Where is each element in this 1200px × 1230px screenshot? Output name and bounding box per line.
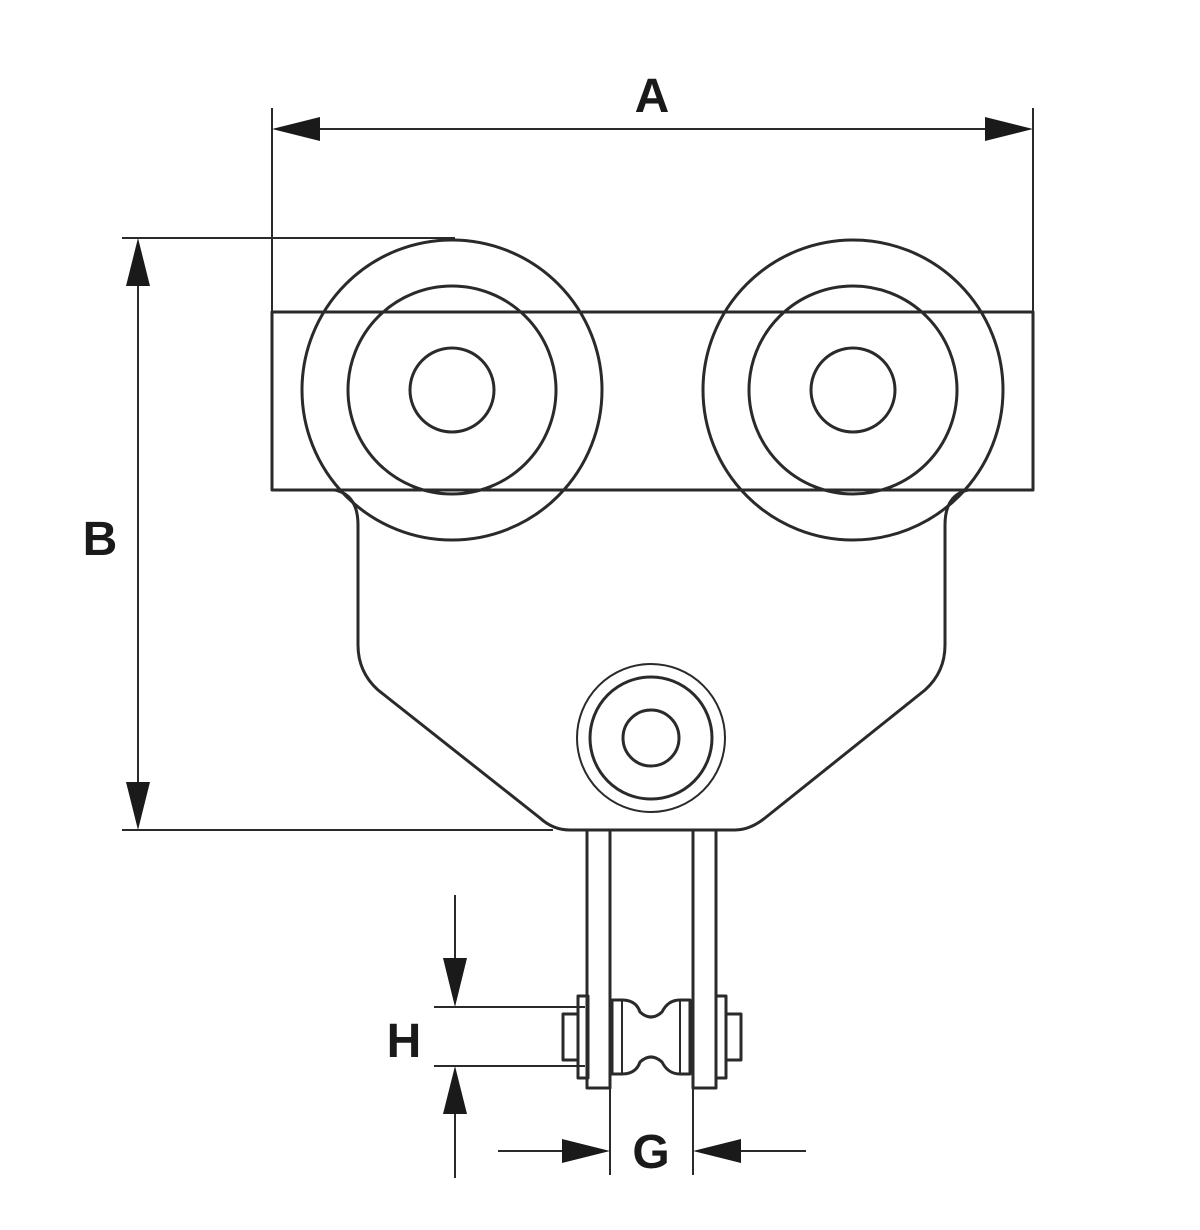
dimension-g-label: G xyxy=(632,1126,669,1179)
left-wheel-outer-rim xyxy=(300,238,604,542)
right-wheel-outer-rim xyxy=(701,238,1005,542)
dimension-b-arrow-bottom xyxy=(126,782,150,830)
dimension-a-arrow-right xyxy=(985,117,1033,141)
load-bar xyxy=(561,828,743,1090)
dimension-h-arrow-top xyxy=(443,958,467,1007)
trolley-body xyxy=(270,310,1035,832)
right-wheel-inner-rim xyxy=(747,284,959,496)
left-wheel-hub xyxy=(408,346,496,434)
dimension-b-label: B xyxy=(83,513,118,566)
dimension-b: B xyxy=(83,237,553,831)
dimension-h-arrow-bottom xyxy=(443,1066,467,1114)
suspension-pin-outer xyxy=(576,663,726,813)
left-wheel xyxy=(300,238,604,542)
right-nut xyxy=(724,1012,743,1062)
top-frame-bar xyxy=(270,310,1035,492)
suspension-pin xyxy=(576,663,726,813)
right-wheel-hub xyxy=(809,346,897,434)
spool-roller xyxy=(610,998,692,1076)
dimension-b-arrow-top xyxy=(126,238,150,286)
dimension-g: G xyxy=(498,1088,806,1179)
suspension-pin-center xyxy=(621,708,681,768)
dimension-a-label: A xyxy=(635,70,670,123)
left-nut xyxy=(561,1012,580,1062)
load-bar-plate-left xyxy=(585,828,612,1090)
lower-body-plate xyxy=(318,488,985,832)
dimension-g-arrow-right xyxy=(693,1139,741,1163)
dimension-g-arrow-left xyxy=(562,1139,610,1163)
right-wheel xyxy=(701,238,1005,542)
dimension-h-label: H xyxy=(387,1015,422,1068)
dimension-h: H xyxy=(387,895,585,1178)
dimension-a: A xyxy=(271,70,1034,312)
load-bar-plate-right xyxy=(691,828,718,1090)
left-wheel-inner-rim xyxy=(346,284,558,496)
suspension-pin-ring xyxy=(588,675,714,801)
dimension-a-arrow-left xyxy=(272,117,320,141)
